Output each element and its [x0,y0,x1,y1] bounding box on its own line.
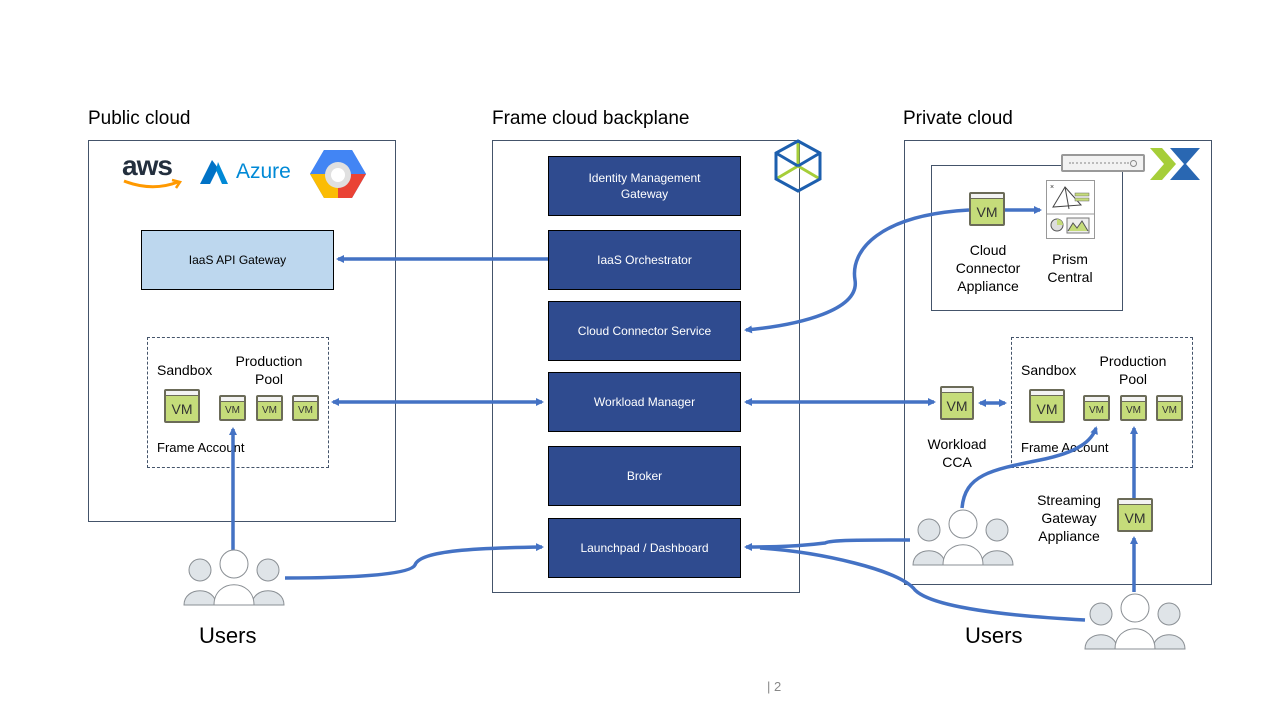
private-sandbox-vm: VM [1029,389,1065,423]
azure-logo-text: Azure [236,160,291,183]
private-sandbox-label: Sandbox [1021,362,1077,378]
public-sandbox-label: Sandbox [157,362,213,378]
vm-label: VM [1162,405,1177,416]
backplane-panel [492,140,800,593]
prism-central-icon: × [1046,180,1095,239]
public-pool-vm-1: VM [219,395,246,421]
vm-label: VM [946,397,968,414]
service-label: Identity Management Gateway [588,171,701,201]
public-frame-account-label: Frame Account [157,440,245,455]
service-cloud-connector: Cloud Connector Service [548,301,741,361]
private-cloud-title: Private cloud [903,108,1013,129]
service-identity-management-gateway: Identity Management Gateway [548,156,741,216]
vm-label: VM [1089,405,1104,416]
aws-smile-icon [123,178,183,189]
cca-vm: VM [969,192,1005,226]
public-pool-vm-3: VM [292,395,319,421]
private-pool-vm-2: VM [1120,395,1147,421]
service-workload-manager: Workload Manager [548,372,741,432]
vm-label: VM [262,405,277,416]
private-production-label: Production Pool [1099,353,1167,387]
public-cloud-panel [88,140,396,522]
streaming-gateway-label: Streaming Gateway Appliance [1037,492,1101,544]
page-number: | 2 [767,679,782,694]
aws-logo-text: aws [122,150,173,181]
vm-label: VM [976,203,998,220]
private-frame-account-box [1011,337,1193,468]
private-users-icon [912,509,1014,566]
azure-logo: Azure [198,158,291,186]
public-frame-account-box [147,337,329,468]
prism-central-label: Prism Central [1047,251,1093,285]
service-broker: Broker [548,446,741,506]
cca-label: Cloud Connector Appliance [955,242,1021,294]
public-users-label: Users [199,623,257,648]
nutanix-appliance-icon [1061,154,1145,172]
aws-logo: aws [122,150,183,189]
gcp-logo-icon [310,150,366,198]
workload-cca-vm: VM [940,386,974,420]
remote-users-icon [1084,593,1186,650]
frame-cube-logo-icon [774,139,822,193]
public-sandbox-vm: VM [164,389,200,423]
arrow-remote-users-to-launchpad [759,546,1086,622]
arrow-public-users-to-launchpad [284,543,544,580]
vm-label: VM [1126,405,1141,416]
nutanix-logo-icon [1150,148,1200,180]
vm-label: VM [1124,509,1146,526]
public-users-icon [183,549,285,606]
public-cloud-title: Public cloud [88,108,191,129]
arrow-cca-to-cloud-connector [744,208,970,334]
vm-label: VM [225,405,240,416]
service-iaas-orchestrator: IaaS Orchestrator [548,230,741,290]
service-launchpad-dashboard: Launchpad / Dashboard [548,518,741,578]
workload-cca-label: Workload CCA [927,436,987,470]
vm-label: VM [171,400,193,417]
backplane-title: Frame cloud backplane [492,108,690,129]
arrow-private-users-to-launchpad [744,538,911,551]
svg-text:×: × [1050,184,1054,191]
private-users-label: Users [965,623,1023,648]
private-pool-vm-1: VM [1083,395,1110,421]
vm-label: VM [1036,400,1058,417]
vm-label: VM [298,405,313,416]
private-pool-vm-3: VM [1156,395,1183,421]
iaas-api-gateway: IaaS API Gateway [141,230,334,290]
arrow-private-users-to-pool [960,426,1098,509]
public-production-label: Production Pool [235,353,303,387]
azure-icon [200,160,228,184]
streaming-gateway-vm: VM [1117,498,1153,532]
prism-diagram-icon: × [1047,184,1094,234]
public-pool-vm-2: VM [256,395,283,421]
